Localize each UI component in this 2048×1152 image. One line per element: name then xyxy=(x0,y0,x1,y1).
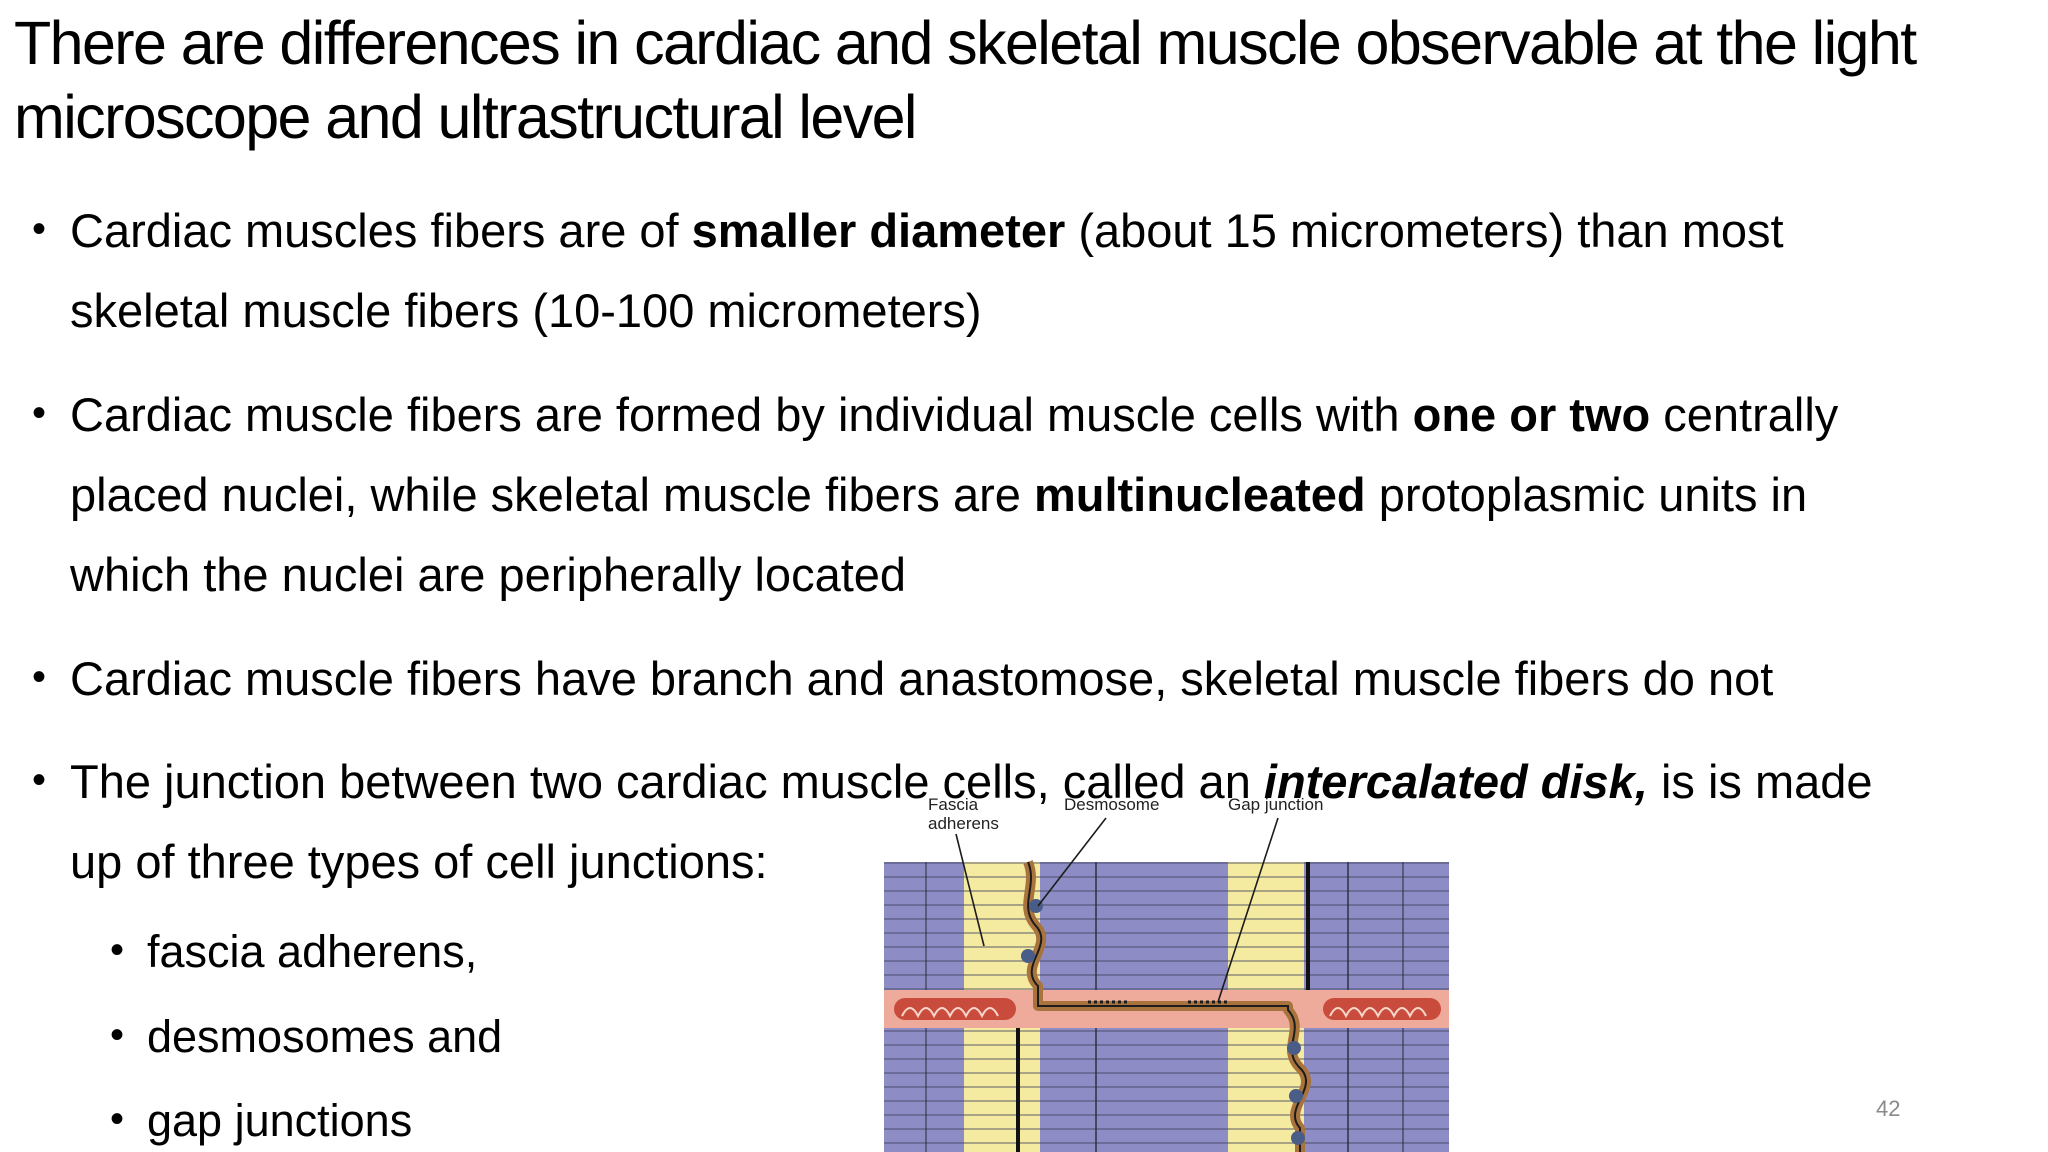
bullet-2-line-3: which the nuclei are peripherally locate… xyxy=(70,548,907,601)
bullet-4-line-2: up of three types of cell junctions: xyxy=(70,835,768,888)
bullet-dot: • xyxy=(32,391,47,435)
bullet-2-line-1: Cardiac muscle fibers are formed by indi… xyxy=(70,388,1839,441)
bullet-dot: • xyxy=(32,655,47,699)
sub-bullet-dot: • xyxy=(110,928,125,972)
emphasis-multinucleated: multinucleated xyxy=(1033,468,1366,521)
bullet-dot: • xyxy=(32,207,47,251)
leader-lines xyxy=(955,817,1279,1003)
bullet-1-line-2: skeletal muscle fibers (10-100 micromete… xyxy=(70,284,982,337)
bullet-3-line-1: Cardiac muscle fibers have branch and an… xyxy=(70,652,1774,705)
intercalated-disk-path xyxy=(1021,860,1311,1152)
label-desmosome: Desmosome xyxy=(1064,795,1159,814)
intercalated-disk-diagram: Fascia adherens Desmosome Gap junction xyxy=(884,795,1449,1152)
label-fascia-line-2: adherens xyxy=(928,814,999,833)
bullet-1-line-1: Cardiac muscles fibers are of smaller di… xyxy=(70,204,1784,257)
bullet-4-line-1: The junction between two cardiac muscle … xyxy=(70,755,1873,808)
slide-title: There are differences in cardiac and ske… xyxy=(14,9,1917,151)
emphasis-intercalated-disk: intercalated disk, xyxy=(1263,755,1648,808)
sub-bullet-dot: • xyxy=(110,1097,125,1141)
emphasis-one-or-two: one or two xyxy=(1412,388,1651,441)
sub-bullet-desmosomes: desmosomes and xyxy=(147,1011,503,1062)
label-gap-junction: Gap junction xyxy=(1228,795,1323,814)
sub-bullet-gap-junctions: gap junctions xyxy=(147,1095,413,1146)
slide-number: 42 xyxy=(1876,1096,1901,1121)
sub-bullet-dot: • xyxy=(110,1013,125,1057)
bullet-dot: • xyxy=(32,758,47,802)
bullet-2-line-2: placed nuclei, while skeletal muscle fib… xyxy=(70,468,1808,521)
label-fascia-line-1: Fascia xyxy=(928,795,979,814)
sub-bullet-fascia-adherens: fascia adherens, xyxy=(147,926,478,977)
emphasis-smaller-diameter: smaller diameter xyxy=(691,204,1066,257)
